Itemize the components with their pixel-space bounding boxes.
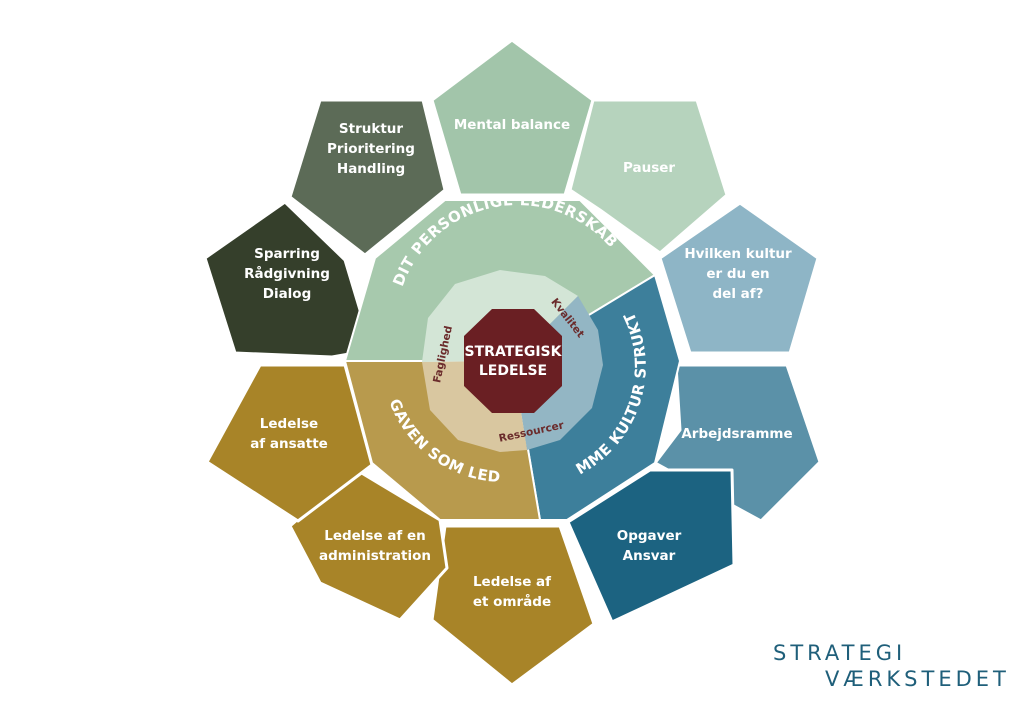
petal-kultur-label: del af? — [713, 286, 764, 302]
petal-struktur-label: Handling — [337, 161, 405, 177]
center-title-line2: LEDELSE — [479, 363, 547, 379]
center-octagon — [464, 309, 562, 413]
center-title-line1: STRATEGISK — [465, 344, 563, 360]
center-core: STRATEGISK LEDELSE — [464, 309, 563, 413]
petal-opgaver-ansvar-label: Opgaver — [617, 528, 682, 544]
petal-mental-balance-label: Mental balance — [454, 117, 570, 133]
logo-line2: VÆRKSTEDET — [825, 667, 1010, 691]
petal-kultur-label: er du en — [706, 266, 769, 282]
strategivaerkstedet-logo: STRATEGI VÆRKSTEDET — [773, 640, 1010, 692]
petal-mental-balance — [430, 38, 595, 197]
petal-opgaver-ansvar — [566, 468, 736, 624]
petal-ledelse-administration-label: Ledelse af en — [324, 528, 426, 544]
petal-sparring-label: Dialog — [263, 286, 312, 302]
logo-line1: STRATEGI — [773, 641, 907, 665]
petal-struktur-label: Prioritering — [327, 141, 415, 157]
petal-kultur — [658, 201, 820, 355]
petal-ledelse-omraade-label: et område — [473, 593, 551, 610]
petal-struktur — [288, 98, 447, 257]
petal-ledelse-ansatte — [205, 363, 374, 523]
petal-sparring-label: Sparring — [254, 246, 320, 262]
petal-pauser-label: Pauser — [623, 160, 675, 176]
petal-ledelse-administration-label: administration — [319, 548, 431, 564]
petal-ledelse-omraade-label: Ledelse af — [473, 574, 551, 590]
petal-struktur-label: Struktur — [339, 121, 403, 137]
petal-ledelse-omraade — [430, 524, 596, 687]
petal-arbejdsramme-label: Arbejdsramme — [681, 426, 792, 442]
petal-sparring — [203, 200, 374, 359]
petal-ledelse-ansatte-label: Ledelse — [260, 416, 318, 432]
petal-opgaver-ansvar-label: Ansvar — [623, 548, 676, 564]
petal-kultur-label: Hvilken kultur — [684, 246, 792, 262]
petal-ledelse-ansatte-label: af ansatte — [250, 436, 328, 452]
petal-pauser — [568, 98, 729, 255]
petal-sparring-label: Rådgivning — [244, 265, 330, 282]
